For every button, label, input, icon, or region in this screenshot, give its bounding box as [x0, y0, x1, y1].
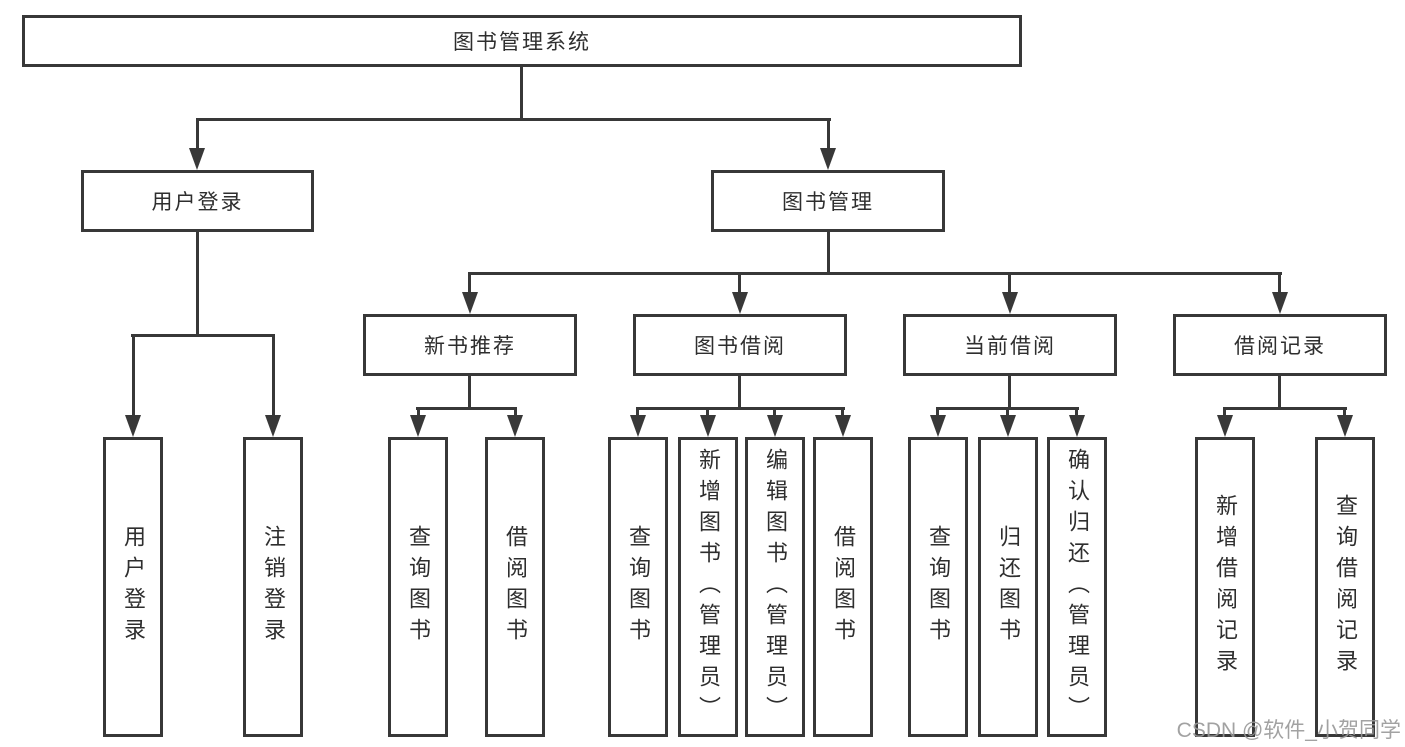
connector-line	[1223, 409, 1226, 417]
leaf-return-books-label: 归还图书	[996, 525, 1021, 649]
connector-line	[738, 374, 741, 410]
leaf-return-books: 归还图书	[978, 437, 1038, 737]
node-book-management-label: 图书管理	[782, 191, 874, 214]
node-user-login-label: 用户登录	[151, 191, 244, 214]
arrowhead-icon	[930, 415, 946, 437]
connector-line	[468, 274, 471, 294]
leaf-user-login: 用户登录	[103, 437, 163, 737]
connector-line	[1008, 274, 1011, 294]
leaf-add-books-admin: 新增图书（管理员）	[678, 437, 738, 737]
arrowhead-icon	[462, 292, 478, 314]
arrowhead-icon	[630, 415, 646, 437]
leaf-query-books-borrow: 查询图书	[608, 437, 668, 737]
leaf-query-books-recommend-label: 查询图书	[406, 525, 431, 649]
connector-line	[738, 274, 741, 294]
connector-line	[468, 272, 1282, 275]
leaf-borrow-books-recommend-label: 借阅图书	[503, 525, 528, 649]
connector-line	[841, 409, 844, 417]
connector-line	[1006, 409, 1009, 417]
node-borrowing-records-label: 借阅记录	[1234, 335, 1326, 358]
node-root-label: 图书管理系统	[453, 31, 591, 54]
connector-line	[636, 407, 845, 410]
node-new-book-recommend-label: 新书推荐	[424, 335, 516, 358]
connector-line	[196, 230, 199, 336]
connector-line	[196, 118, 831, 121]
leaf-borrow-books: 借阅图书	[813, 437, 873, 737]
arrowhead-icon	[1069, 415, 1085, 437]
connector-line	[1343, 409, 1346, 417]
leaf-query-books-recommend: 查询图书	[388, 437, 448, 737]
node-current-borrowing-label: 当前借阅	[964, 335, 1056, 358]
leaf-edit-books-admin-label: 编辑图书（管理员）	[763, 447, 788, 727]
connector-line	[706, 409, 709, 417]
connector-line	[196, 120, 199, 150]
arrowhead-icon	[189, 148, 205, 170]
arrowhead-icon	[1272, 292, 1288, 314]
leaf-confirm-return-admin: 确认归还（管理员）	[1047, 437, 1107, 737]
connector-line	[936, 409, 939, 417]
node-book-borrowing: 图书借阅	[633, 314, 847, 376]
arrowhead-icon	[1337, 415, 1353, 437]
node-borrowing-records: 借阅记录	[1173, 314, 1387, 376]
connector-line	[417, 409, 420, 417]
connector-line	[773, 409, 776, 417]
leaf-borrow-books-recommend: 借阅图书	[485, 437, 545, 737]
leaf-confirm-return-admin-label: 确认归还（管理员）	[1065, 447, 1090, 727]
leaf-query-books-current: 查询图书	[908, 437, 968, 737]
connector-line	[272, 336, 275, 418]
leaf-query-borrow-record-label: 查询借阅记录	[1333, 494, 1358, 680]
leaf-query-borrow-record: 查询借阅记录	[1315, 437, 1375, 737]
node-book-borrowing-label: 图书借阅	[694, 335, 786, 358]
arrowhead-icon	[732, 292, 748, 314]
connector-line	[468, 374, 471, 410]
connector-line	[1075, 409, 1078, 417]
connector-line	[131, 334, 275, 337]
leaf-add-borrow-record-label: 新增借阅记录	[1213, 494, 1238, 680]
node-root: 图书管理系统	[22, 15, 1022, 67]
node-user-login: 用户登录	[81, 170, 314, 232]
arrowhead-icon	[820, 148, 836, 170]
connector-line	[1278, 274, 1281, 294]
node-current-borrowing: 当前借阅	[903, 314, 1117, 376]
leaf-borrow-books-label: 借阅图书	[831, 525, 856, 649]
arrowhead-icon	[700, 415, 716, 437]
connector-line	[936, 407, 1079, 410]
node-book-management: 图书管理	[711, 170, 945, 232]
connector-line	[636, 409, 639, 417]
csdn-watermark: CSDN @软件_小贺同学	[1176, 719, 1401, 742]
arrowhead-icon	[125, 415, 141, 437]
arrowhead-icon	[410, 415, 426, 437]
arrowhead-icon	[1217, 415, 1233, 437]
leaf-user-login-label: 用户登录	[121, 525, 146, 649]
node-new-book-recommend: 新书推荐	[363, 314, 577, 376]
connector-line	[132, 336, 135, 418]
leaf-add-borrow-record: 新增借阅记录	[1195, 437, 1255, 737]
connector-line	[827, 230, 830, 275]
connector-line	[1008, 374, 1011, 410]
arrowhead-icon	[1002, 292, 1018, 314]
arrowhead-icon	[265, 415, 281, 437]
connector-line	[416, 407, 517, 410]
arrowhead-icon	[835, 415, 851, 437]
connector-line	[1278, 374, 1281, 410]
connector-line	[520, 65, 523, 120]
leaf-query-books-borrow-label: 查询图书	[626, 525, 651, 649]
leaf-add-books-admin-label: 新增图书（管理员）	[696, 447, 721, 727]
leaf-query-books-current-label: 查询图书	[926, 525, 951, 649]
connector-line	[827, 120, 830, 150]
connector-line	[514, 409, 517, 417]
arrowhead-icon	[507, 415, 523, 437]
leaf-edit-books-admin: 编辑图书（管理员）	[745, 437, 805, 737]
arrowhead-icon	[767, 415, 783, 437]
connector-line	[1223, 407, 1347, 410]
arrowhead-icon	[1000, 415, 1016, 437]
leaf-logout-login: 注销登录	[243, 437, 303, 737]
leaf-logout-login-label: 注销登录	[261, 525, 286, 649]
